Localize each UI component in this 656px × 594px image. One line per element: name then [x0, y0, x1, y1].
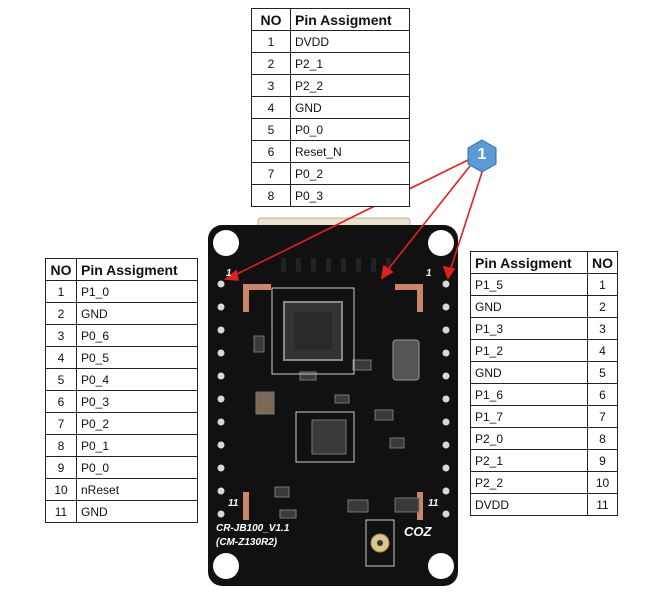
- board-pin-eleven-right: 11: [428, 498, 439, 509]
- board-model-line2: (CM-Z130R2): [216, 537, 278, 548]
- mount-hole-tl: [213, 230, 239, 256]
- copper-corner-pads: [243, 284, 423, 520]
- board-logo: COZ: [404, 524, 432, 539]
- table-header-row: NO Pin Assigment: [45, 258, 198, 281]
- header-pin-assignment: Pin Assigment: [290, 8, 410, 31]
- small-components: [253, 335, 420, 519]
- callout-number: 1: [477, 146, 487, 163]
- header-pin-assignment: Pin Assigment: [470, 251, 588, 274]
- header-no: NO: [45, 258, 77, 281]
- header-no: NO: [587, 251, 618, 274]
- connector-pins: [281, 258, 391, 272]
- mount-hole-bl: [213, 553, 239, 579]
- crystal: [392, 339, 420, 381]
- table-header-row: Pin Assigment NO: [470, 251, 618, 274]
- mount-hole-tr: [428, 230, 454, 256]
- board-model-line1: CR-JB100_V1.1: [216, 523, 290, 534]
- board-pin-one-right: 1: [426, 268, 432, 279]
- header-no: NO: [251, 8, 291, 31]
- table-header-row: NO Pin Assigment: [251, 8, 410, 31]
- board-pin-one-left: 1: [226, 268, 232, 279]
- pcb-board: [208, 225, 458, 586]
- left-pin-holes: [217, 280, 225, 518]
- mount-hole-br: [428, 553, 454, 579]
- callout-arrows: [223, 159, 485, 281]
- board-pin-eleven-left: 11: [228, 498, 239, 509]
- callout-hexagon: [467, 139, 497, 173]
- header-pin-assignment: Pin Assigment: [76, 258, 198, 281]
- right-pin-holes: [442, 280, 450, 518]
